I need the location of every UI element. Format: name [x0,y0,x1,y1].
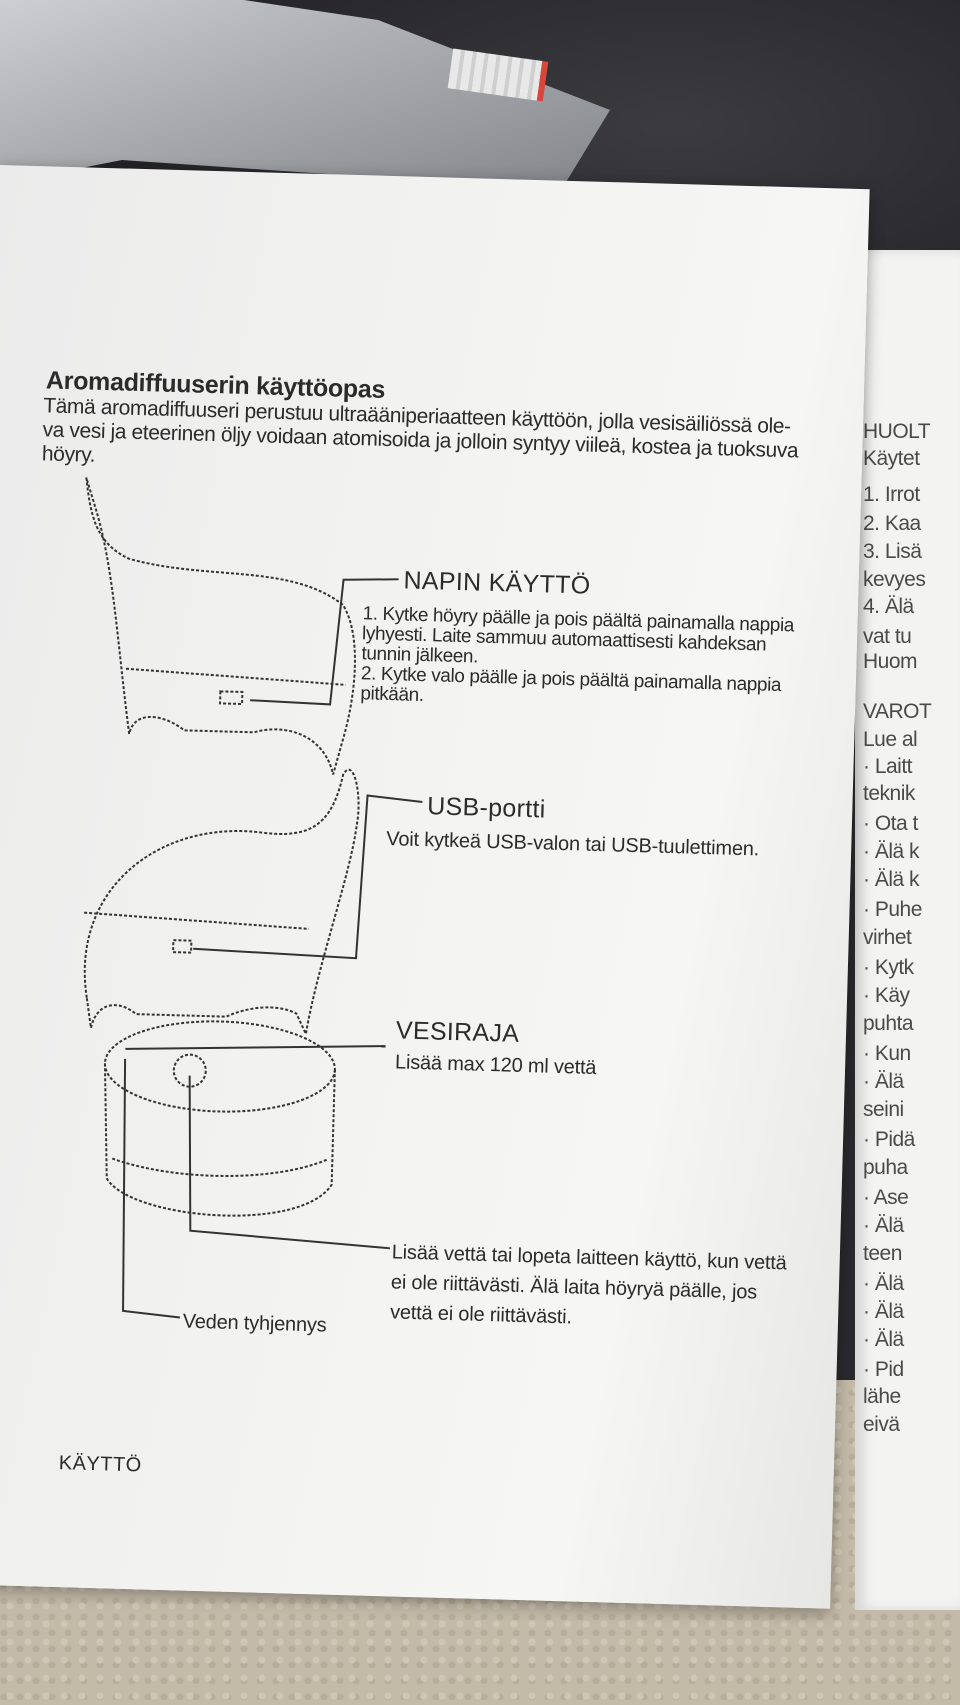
next-page-fragment: Lue al [863,728,918,751]
diffuser-drawing-button [85,477,356,775]
next-page-fragment: 1. Irrot [863,483,920,506]
diffuser-drawing-usb [83,768,360,1038]
next-page-fragment: lähe [863,1385,901,1408]
next-page-fragment: 3. Lisä [863,540,922,563]
next-page-fragment: puha [863,1156,908,1179]
next-page-fragment: VAROT [863,700,932,723]
next-page-fragment: teen [863,1242,902,1265]
next-page-fragment: · Kun [863,1042,911,1065]
diffuser-illustrations [83,477,423,1319]
next-page-fragment: 2. Kaa [863,512,921,535]
button-leader-line [250,578,399,706]
next-page-fragment: · Kytk [863,956,914,979]
next-page-fragment: HUOLT [863,420,931,443]
next-page-fragment: · Älä [863,1070,904,1093]
next-page-fragment: Huom [863,650,918,673]
drain-leader [122,1058,181,1319]
next-page-fragment: kevyes [863,568,926,591]
water-limit-leader [125,1045,386,1050]
next-page-fragment: · Pid [863,1358,904,1381]
next-page-fragment: vat tu [863,625,912,648]
next-page-fragment: virhet [863,926,912,949]
next-page: HUOLT Käytet 1. Irrot 2. Kaa 3. Lisä kevyes 4.… [855,250,960,1610]
manual-page: Aromadiffuuserin käyttöopas Tämä aromadi… [0,165,870,1609]
next-page-fragment: · Ase [863,1186,909,1209]
water-warning-leader [188,1075,390,1250]
next-page-fragment: · Älä k [863,868,920,891]
next-page-fragment: · Älä [863,1214,904,1237]
next-page-fragment: · Älä [863,1300,904,1323]
next-page-fragment: · Pidä [863,1128,915,1151]
next-page-fragment: seini [863,1098,904,1121]
next-page-fragment: · Älä k [863,840,920,863]
next-page-fragment: puhta [863,1012,914,1035]
next-page-fragment: · Älä [863,1328,904,1351]
usb-leader-line [193,794,423,960]
water-tank-drawing [103,1020,336,1217]
next-page-fragment: Käytet [863,447,920,470]
next-page-fragment: teknik [863,782,915,805]
next-page-fragment: 4. Älä [863,595,914,618]
next-page-fragment: · Laitt [863,755,913,778]
next-page-fragment: · Älä [863,1272,904,1295]
next-page-fragment: eivä [863,1413,900,1436]
next-page-fragment: · Käy [863,984,910,1007]
next-page-fragment: · Ota t [863,812,918,835]
next-page-fragment: · Puhe [863,898,922,921]
